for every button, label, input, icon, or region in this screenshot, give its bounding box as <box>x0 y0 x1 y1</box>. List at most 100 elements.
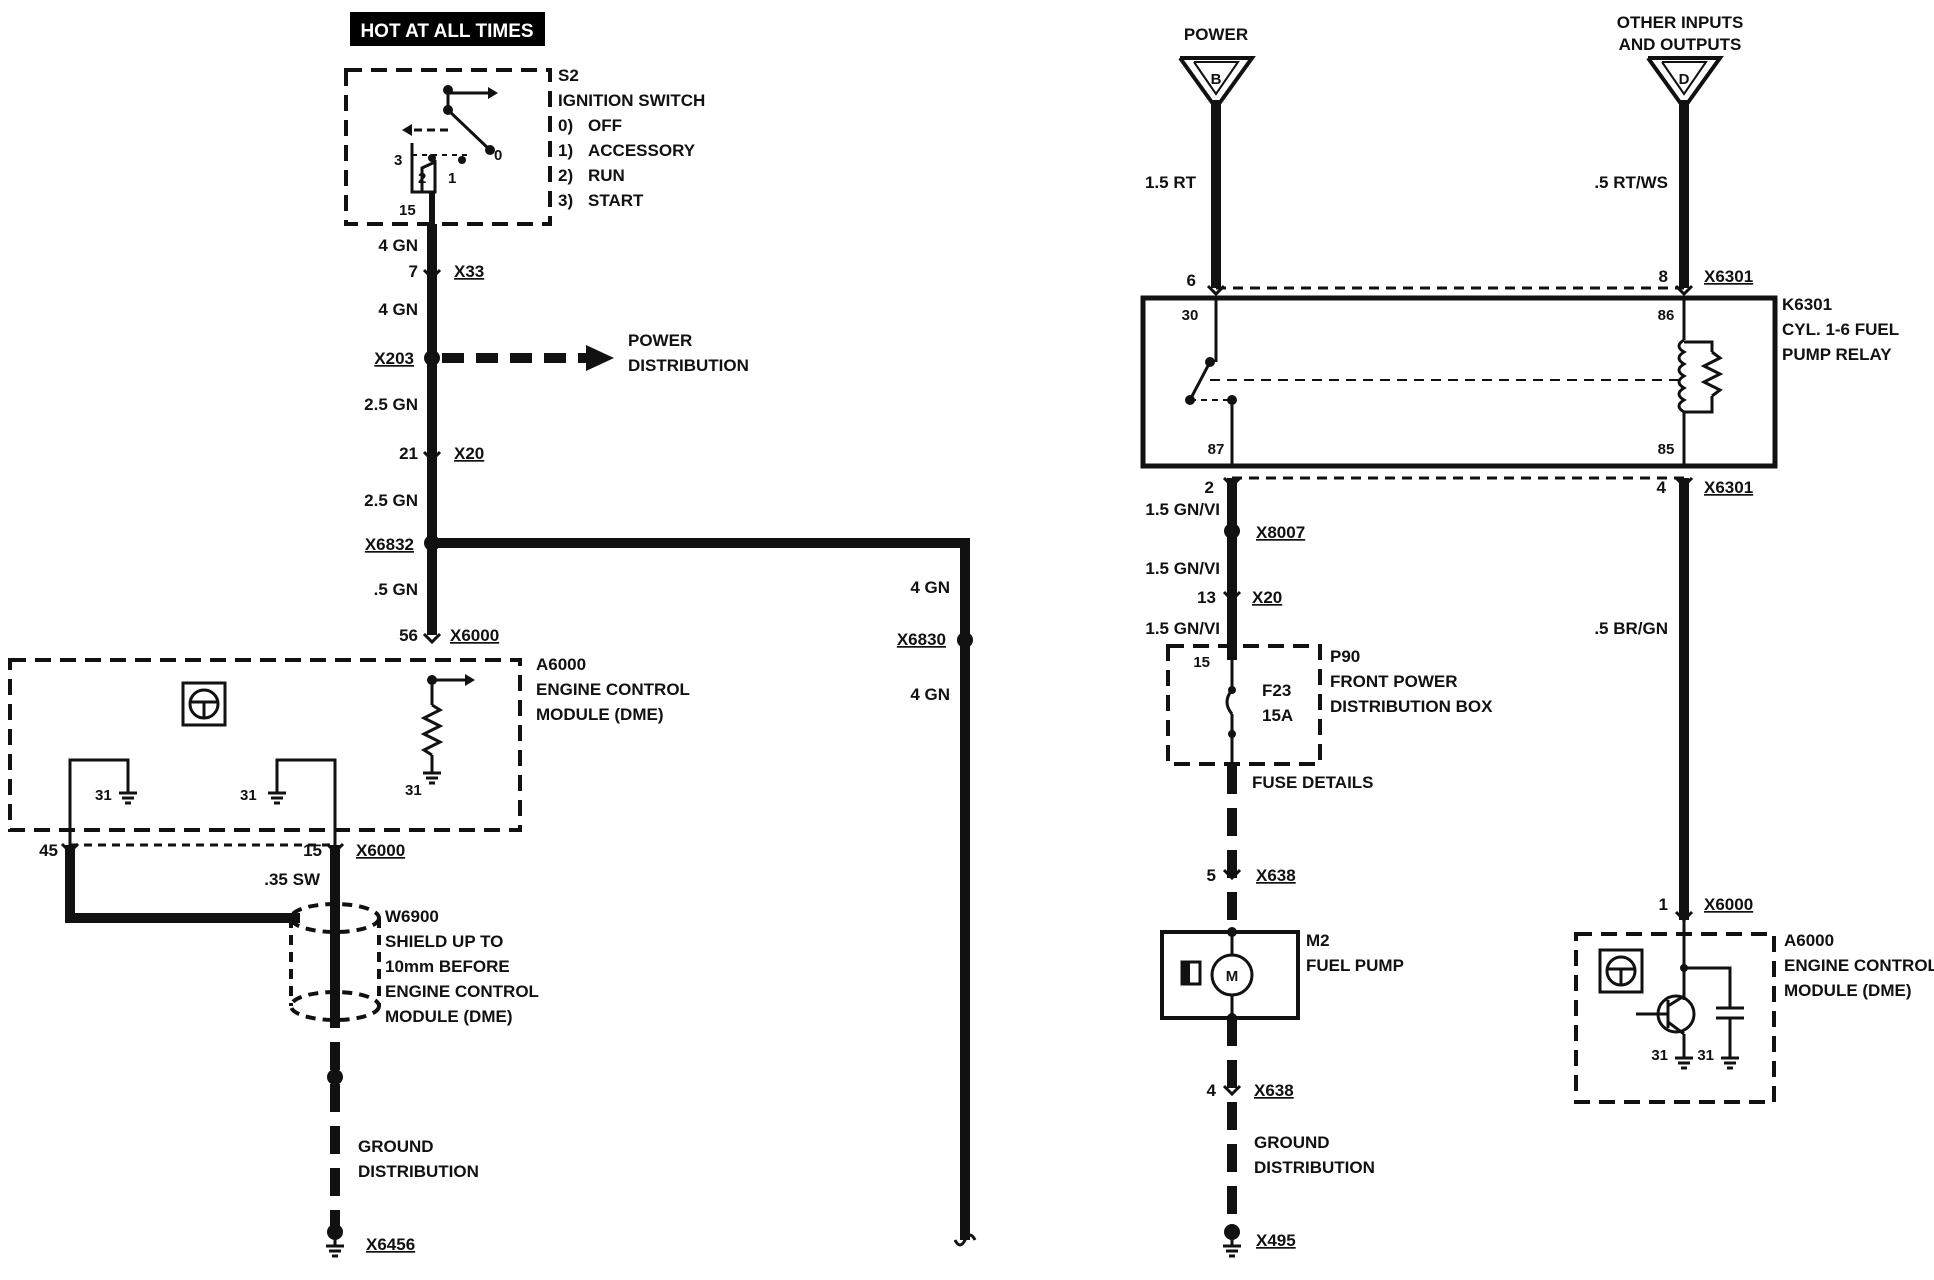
ecm-right-ground-b: 31 <box>1697 1047 1714 1064</box>
ecm-right-icon <box>1598 948 1644 994</box>
ecm-left <box>8 658 522 845</box>
x8007-connector: X8007 <box>1256 523 1305 542</box>
x33-connector: X33 <box>454 262 484 281</box>
x20-pin-left: 21 <box>399 444 418 463</box>
terminal-1: 1 <box>448 170 456 187</box>
relay-control-connector: X6000 <box>1704 895 1753 914</box>
shield-line2: 10mm BEFORE <box>385 957 510 976</box>
ecm-left-ground-c: 31 <box>405 782 422 799</box>
ground-left-connector: X6456 <box>366 1235 415 1254</box>
svg-text:RUN: RUN <box>588 166 625 185</box>
ground-left-symbol <box>324 1224 346 1258</box>
shield-id: W6900 <box>385 907 439 926</box>
relay-control-wire-label: .5 BR/GN <box>1594 619 1668 638</box>
shield-line3: ENGINE CONTROL <box>385 982 539 1001</box>
ground-right-line1: GROUND <box>1254 1133 1330 1152</box>
shield-line4: MODULE (DME) <box>385 1007 512 1026</box>
power-b-pin: 6 <box>1187 271 1196 290</box>
x638-pin-top: 5 <box>1207 866 1216 885</box>
x6830-connector: X6830 <box>897 630 946 649</box>
relay-bottom-pin-left: 2 <box>1205 478 1214 497</box>
pump-circuit-wire <box>1222 478 1242 930</box>
fuel-pump-relay <box>1140 295 1778 469</box>
ecm-left-bottom-wiring <box>60 842 345 1228</box>
relay-terminal-86: 86 <box>1658 307 1675 324</box>
x33-pin: 7 <box>409 262 418 281</box>
relay-bottom-pin-right: 4 <box>1657 478 1667 497</box>
ecm-left-icon <box>181 681 227 727</box>
inputs-d-label2: AND OUTPUTS <box>1619 35 1742 54</box>
svg-text:1): 1) <box>558 141 573 160</box>
ecm-right <box>1574 920 1776 1104</box>
x20-connector-left: X20 <box>454 444 484 463</box>
ground-right-connector: X495 <box>1256 1231 1296 1250</box>
x203-connector: X203 <box>374 349 414 368</box>
relay-bottom-connector: X6301 <box>1704 478 1753 497</box>
terminal-3: 3 <box>394 152 402 169</box>
pump-ground-wire <box>1221 1018 1243 1258</box>
power-distribution-line2: DISTRIBUTION <box>628 356 749 375</box>
ecm-left-pin-45: 45 <box>39 841 58 860</box>
svg-text:ACCESSORY: ACCESSORY <box>588 141 696 160</box>
fuse-box-pin: 15 <box>1193 654 1210 671</box>
power-b-letter: B <box>1211 71 1222 88</box>
ground-right-line2: DISTRIBUTION <box>1254 1158 1375 1177</box>
ecm-left-line1: ENGINE CONTROL <box>536 680 690 699</box>
wire-2-5gn-bottom: 2.5 GN <box>364 491 418 510</box>
ecm-left-wire: .35 SW <box>264 870 321 889</box>
fuse-details-link[interactable]: FUSE DETAILS <box>1252 773 1374 792</box>
terminal-0: 0 <box>494 147 502 164</box>
wire-4gn-mid: 4 GN <box>378 300 418 319</box>
fuel-pump-motor-symbol: M <box>1226 968 1239 985</box>
fuse-box-id: P90 <box>1330 647 1360 666</box>
power-distribution-arrow <box>442 345 614 371</box>
power-b-wire: 1.5 RT <box>1145 173 1197 192</box>
svg-text:START: START <box>588 191 644 210</box>
wire-0-5gn: .5 GN <box>374 580 418 599</box>
fuse-box-p90 <box>1166 644 1322 766</box>
ecm-right-line2: MODULE (DME) <box>1784 981 1911 1000</box>
inputs-d-terminal <box>1646 56 1724 296</box>
svg-text:OFF: OFF <box>588 116 622 135</box>
x6000-pin-56: 56 <box>399 626 418 645</box>
x6832-connector: X6832 <box>365 535 414 554</box>
branch-wire-top-label: 4 GN <box>910 578 950 597</box>
branch-wire-x6830 <box>432 538 977 1247</box>
banner-text: HOT AT ALL TIMES <box>360 21 533 42</box>
x20-connector-right: X20 <box>1252 588 1282 607</box>
svg-text:2): 2) <box>558 166 573 185</box>
left-main-wire <box>422 224 442 644</box>
shield-line1: SHIELD UP TO <box>385 932 503 951</box>
terminal-15: 15 <box>399 202 416 219</box>
ground-left-line1: GROUND <box>358 1137 434 1156</box>
x638-connector-bottom: X638 <box>1254 1081 1294 1100</box>
ecm-left-connector: X6000 <box>356 841 405 860</box>
hot-at-all-times-banner: HOT AT ALL TIMES <box>350 12 545 46</box>
ignition-switch: 3 2 1 0 15 <box>344 68 552 226</box>
power-distribution-line1: POWER <box>628 331 692 350</box>
ecm-left-line2: MODULE (DME) <box>536 705 663 724</box>
power-b-terminal <box>1178 56 1256 296</box>
branch-wire-bottom-label: 4 GN <box>910 685 950 704</box>
ecm-left-pin-15: 15 <box>303 841 322 860</box>
ecm-left-id: A6000 <box>536 655 586 674</box>
fuse-id: F23 <box>1262 681 1291 700</box>
fuse-box-line2: DISTRIBUTION BOX <box>1330 697 1493 716</box>
relay-terminal-30: 30 <box>1182 307 1199 324</box>
pump-wire1: 1.5 GN/VI <box>1145 500 1220 519</box>
relay-line1: CYL. 1-6 FUEL <box>1782 320 1899 339</box>
svg-text:0): 0) <box>558 116 573 135</box>
relay-control-wire <box>1674 478 1694 922</box>
pump-wire2: 1.5 GN/VI <box>1145 559 1220 578</box>
shield-w6900 <box>289 902 381 1022</box>
inputs-d-connector: X6301 <box>1704 267 1753 286</box>
x6000-connector-top: X6000 <box>450 626 499 645</box>
ecm-right-ground-a: 31 <box>1651 1047 1668 1064</box>
svg-text:3): 3) <box>558 191 573 210</box>
inputs-d-pin: 8 <box>1659 267 1668 286</box>
relay-id: K6301 <box>1782 295 1832 314</box>
inputs-d-letter: D <box>1679 71 1690 88</box>
terminal-2: 2 <box>418 170 426 187</box>
ecm-right-id: A6000 <box>1784 931 1834 950</box>
